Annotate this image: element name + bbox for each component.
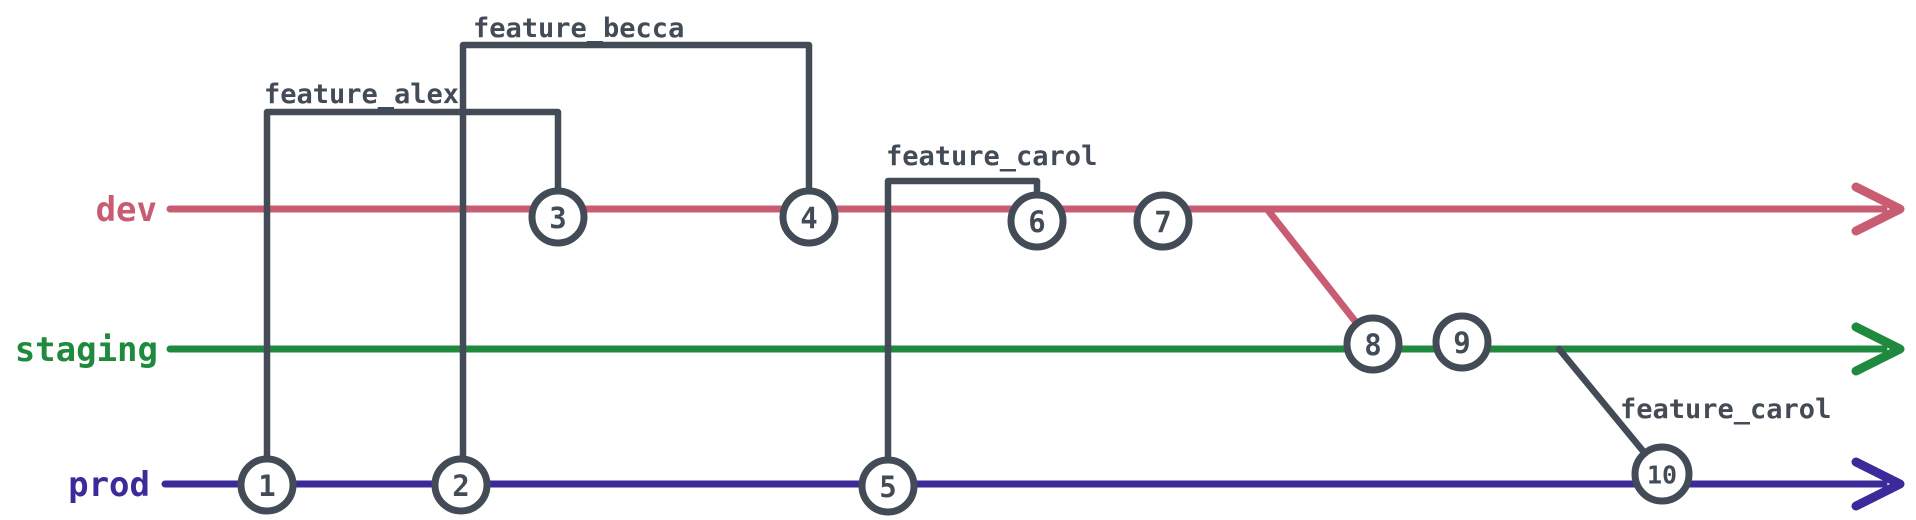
commit-label: 10 — [1647, 461, 1677, 490]
commit-label: 3 — [549, 201, 566, 235]
commit-label: 6 — [1028, 205, 1045, 239]
commit-circle — [779, 187, 839, 247]
commit-circle — [431, 455, 491, 515]
commit-circle — [1631, 443, 1693, 505]
commit-circle — [528, 187, 588, 247]
commit-label: 4 — [800, 201, 817, 235]
dev-arrow-right-icon — [1851, 182, 1905, 236]
commit-circle — [858, 456, 918, 516]
feature-branch-alex-path — [263, 108, 562, 464]
commit-label: 8 — [1364, 328, 1381, 362]
merge-line-staging-to-prod — [1555, 345, 1647, 455]
commit-node-5: 5 — [858, 456, 918, 516]
commit-circle — [1133, 191, 1193, 251]
feature-label-alex: feature_alex — [264, 79, 459, 110]
feature-branch-carol-path — [884, 177, 1041, 465]
commit-circle — [1343, 314, 1403, 374]
commit-label: 5 — [879, 470, 896, 504]
commit-node-8: 8 — [1343, 314, 1403, 374]
branch-label-dev: dev — [96, 190, 157, 230]
commit-node-4: 4 — [779, 187, 839, 247]
branch-dev: dev — [96, 182, 1905, 236]
branch-staging: staging — [15, 322, 1905, 376]
commit-label: 7 — [1154, 205, 1171, 239]
commit-label: 1 — [258, 469, 275, 503]
branch-label-prod: prod — [68, 465, 150, 505]
commit-node-9: 9 — [1432, 312, 1492, 372]
commit-node-7: 7 — [1133, 191, 1193, 251]
feature-label-carol: feature_carol — [886, 141, 1097, 172]
feature-label-becca: feature_becca — [473, 13, 684, 44]
commit-node-6: 6 — [1007, 191, 1067, 251]
feature-branch-becca-path — [459, 41, 813, 464]
commit-node-10: 10 — [1631, 443, 1693, 505]
commit-node-1: 1 — [237, 455, 297, 515]
commit-label: 2 — [452, 469, 469, 503]
commit-node-3: 3 — [528, 187, 588, 247]
commit-circle — [1007, 191, 1067, 251]
branch-prod: prod — [68, 457, 1905, 511]
commit-node-2: 2 — [431, 455, 491, 515]
prod-arrow-right-icon — [1851, 457, 1905, 511]
commit-circle — [237, 455, 297, 515]
feature-branch-labels: feature_alex feature_becca feature_carol… — [264, 13, 1831, 425]
feature-label-carol-merge: feature_carol — [1620, 394, 1831, 425]
commit-nodes: 1 2 3 4 5 6 7 — [237, 187, 1693, 516]
commit-label: 9 — [1453, 326, 1470, 360]
commit-circle — [1432, 312, 1492, 372]
feature-branch-paths — [263, 41, 1647, 465]
merge-line-dev-to-staging — [1263, 205, 1359, 325]
staging-arrow-right-icon — [1851, 322, 1905, 376]
branch-label-staging: staging — [15, 330, 158, 370]
